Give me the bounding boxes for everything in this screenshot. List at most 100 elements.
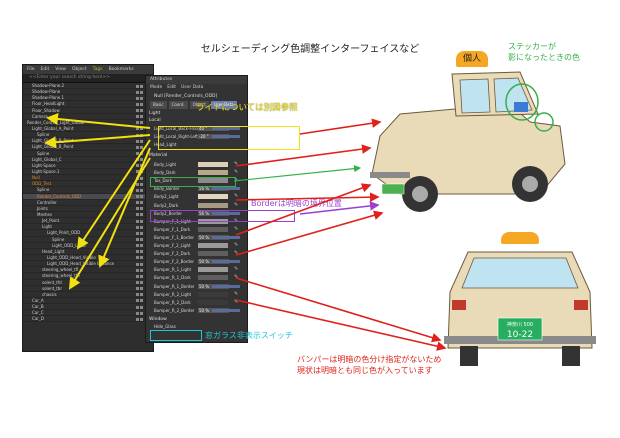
eyedropper-icon[interactable]: ✎ [234,242,239,248]
visibility-icon[interactable] [136,218,150,223]
color-swatch[interactable] [198,299,228,305]
value-slider[interactable] [212,260,240,264]
object-row[interactable]: Shadow-Plane.2 [23,83,153,90]
value-slider[interactable] [212,211,240,215]
visibility-icon[interactable] [136,200,150,205]
object-row[interactable]: Floor_HeadLight [23,101,153,108]
visibility-icon[interactable] [136,261,150,266]
section-header[interactable]: Window [149,317,167,322]
eyedropper-icon[interactable]: ✎ [234,298,239,305]
color-swatch[interactable] [198,251,228,257]
color-swatch[interactable] [198,275,228,281]
section-header[interactable]: Local [149,118,161,123]
color-swatch[interactable] [198,226,228,232]
search-input[interactable]: <<Enter your search string here>> [23,74,153,83]
object-row[interactable]: solent_tbr [23,286,153,292]
visibility-icon[interactable] [136,292,150,297]
eyedropper-icon[interactable]: ✎ [234,169,239,176]
object-row[interactable]: Light_ODD_Head_Visible Instance [23,261,153,268]
tab-userdata[interactable]: User Data [210,101,237,109]
visibility-icon[interactable] [136,304,150,309]
value-slider[interactable] [212,127,240,130]
visibility-icon[interactable] [136,310,150,315]
object-row[interactable]: Shadow-Plane.1 [23,95,153,102]
eyedropper-icon[interactable]: ✎ [234,201,239,208]
object-row[interactable]: ODD_Test [23,181,153,188]
section-header[interactable]: Light [149,111,161,116]
color-swatch[interactable] [198,267,228,273]
visibility-icon[interactable] [136,249,150,254]
object-row[interactable]: Light_Point_ODD [23,230,153,237]
object-row[interactable]: Spline [23,187,153,194]
visibility-icon[interactable] [136,237,150,242]
eyedropper-icon[interactable]: ✎ [234,266,239,273]
menu-item-edit[interactable]: Edit [40,67,50,72]
object-row[interactable]: Jet_Point [23,218,153,225]
value-slider[interactable] [212,308,240,312]
menu-item-bookmarks[interactable]: Bookmarks [108,67,134,72]
value-slider[interactable] [212,187,240,191]
visibility-icon[interactable] [136,181,150,186]
visibility-icon[interactable] [136,224,150,229]
object-row[interactable]: Car_C [23,310,153,317]
visibility-icon[interactable] [136,187,150,192]
attr-menu-item[interactable]: User Data [180,85,204,90]
attr-menu-item[interactable]: Mode [150,85,163,90]
object-row[interactable]: Render_Controls_ODD [23,193,153,200]
object-row[interactable]: Controller [23,200,153,206]
visibility-icon[interactable] [136,114,150,119]
visibility-icon[interactable] [136,108,150,113]
attr-menu-item[interactable]: Edit [167,85,176,90]
menu-item-view[interactable]: View [55,67,66,72]
value-slider[interactable] [212,284,240,288]
visibility-icon[interactable] [136,255,150,260]
visibility-icon[interactable] [136,126,150,131]
tab-coord[interactable]: Coord. [168,101,188,109]
object-row[interactable]: solent_tfd [23,280,153,286]
menu-item-object[interactable]: Object [71,67,87,72]
visibility-icon[interactable] [136,286,150,291]
object-row[interactable]: Joints [23,206,153,212]
object-row[interactable]: Camera [23,114,153,120]
color-swatch[interactable] [198,170,228,176]
visibility-icon[interactable] [136,298,150,303]
object-row[interactable]: Shadow-Plane [23,89,153,96]
object-row[interactable]: Light [23,224,153,231]
object-row[interactable]: Car_B [23,304,153,311]
value-slider[interactable] [212,235,240,239]
value-slider[interactable] [212,135,240,138]
visibility-icon[interactable] [136,83,150,88]
visibility-icon[interactable] [136,194,150,199]
object-row[interactable]: Floor_Shadow [23,108,153,114]
eyedropper-icon[interactable]: ✎ [234,193,239,200]
visibility-icon[interactable] [136,89,150,94]
object-row[interactable]: Head_Light [23,249,153,255]
visibility-icon[interactable] [136,243,150,248]
menu-item-file[interactable]: File [27,67,35,72]
object-row[interactable]: steering_wheel_tfl [23,267,153,274]
visibility-icon[interactable] [136,280,150,284]
color-swatch[interactable] [198,178,228,184]
menu-item-tags[interactable]: Tags [92,67,103,72]
object-row[interactable]: Car_A [23,298,153,305]
eyedropper-icon[interactable]: ✎ [234,217,239,224]
eyedropper-icon[interactable]: ✎ [234,250,239,257]
color-swatch[interactable] [198,243,228,248]
color-swatch[interactable] [198,202,228,208]
eyedropper-icon[interactable]: ✎ [234,225,239,232]
visibility-icon[interactable] [136,120,150,125]
object-row[interactable]: Meshes [23,212,153,219]
color-swatch[interactable] [198,291,228,297]
visibility-icon[interactable] [136,273,150,278]
visibility-icon[interactable] [136,95,150,100]
visibility-icon[interactable] [136,212,150,217]
object-row[interactable]: chassis [23,292,153,298]
tab-basic[interactable]: Basic [150,101,167,109]
visibility-icon[interactable] [136,101,150,106]
tab-object[interactable]: Object [189,101,209,109]
visibility-icon[interactable] [136,138,150,143]
eyedropper-icon[interactable]: ✎ [234,274,239,281]
visibility-icon[interactable] [136,316,150,321]
visibility-icon[interactable] [136,267,150,272]
visibility-icon[interactable] [136,144,150,149]
